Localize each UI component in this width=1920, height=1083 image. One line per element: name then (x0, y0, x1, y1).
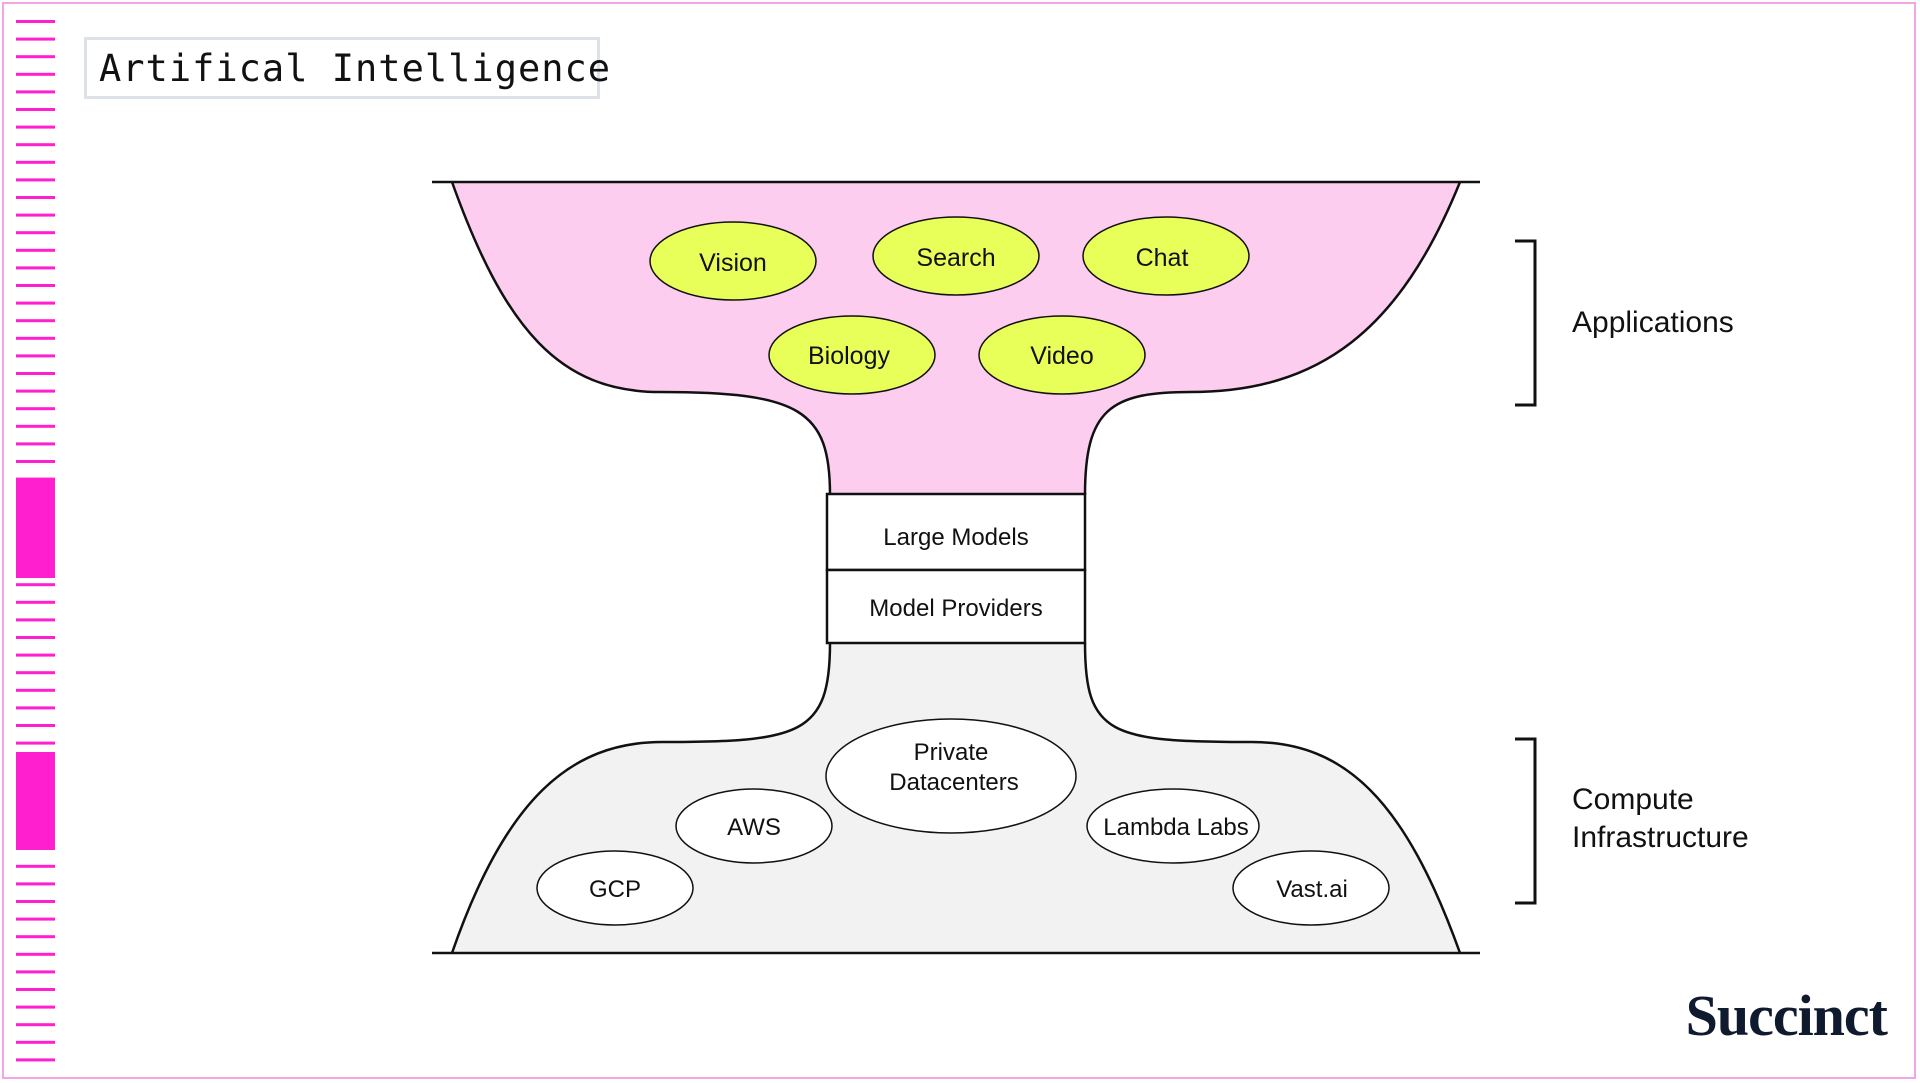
ruler-tick (16, 231, 55, 235)
ruler-tick (16, 724, 55, 727)
compute-bracket (1515, 737, 1537, 905)
ruler-tick (16, 1040, 55, 1044)
ruler-tick (16, 125, 55, 129)
model-providers-box (825, 568, 1087, 645)
compute-label-line2: Infrastructure (1572, 821, 1749, 854)
app-label-search: Search (916, 244, 995, 272)
compute-label-lambda-labs: Lambda Labs (1103, 814, 1248, 841)
compute-label-gcp: GCP (589, 876, 641, 903)
ruler-tick (16, 1023, 55, 1027)
model-providers-label: Model Providers (869, 595, 1042, 622)
ruler-tick (16, 284, 55, 287)
ruler-tick (16, 248, 55, 252)
ruler-tick (16, 600, 55, 604)
ruler-tick (16, 988, 55, 991)
app-label-vision: Vision (699, 249, 767, 277)
app-bubble-video: Video (978, 315, 1146, 395)
ruler-tick (16, 741, 55, 745)
compute-label-line1: Compute (1572, 783, 1694, 816)
ruler-tick (16, 301, 55, 305)
compute-label-aws: AWS (727, 814, 781, 841)
compute-bubble-vast-ai: Vast.ai (1232, 850, 1390, 926)
applications-label: Applications (1572, 306, 1734, 339)
ruler-tick (16, 618, 55, 622)
compute-label-private: Private (914, 739, 989, 766)
app-bubble-chat: Chat (1082, 216, 1250, 296)
ruler-tick (16, 266, 55, 270)
ruler-tick (16, 160, 55, 164)
ruler-tick (16, 477, 55, 481)
ruler-tick (16, 407, 55, 411)
ruler-tick (16, 653, 55, 657)
app-bubble-vision: Vision (649, 221, 817, 301)
app-bubble-biology: Biology (768, 315, 936, 395)
page-title: Artifical Intelligence (99, 46, 612, 90)
ruler-tick (16, 108, 55, 111)
title-box: Artifical Intelligence (84, 37, 610, 99)
large-models-box (825, 492, 1087, 572)
ruler-tick (16, 20, 55, 23)
ruler-tick (16, 882, 55, 886)
ruler-tick (16, 460, 55, 463)
ruler-tick (16, 583, 55, 587)
ruler-tick (16, 72, 55, 76)
applications-bracket (1515, 239, 1537, 407)
ruler-tick (16, 952, 55, 956)
compute-left-edge (450, 642, 832, 954)
ruler-tick (16, 213, 55, 217)
compute-label-vast-ai: Vast.ai (1276, 876, 1348, 903)
ruler-tick (16, 706, 55, 710)
ruler-tick (16, 336, 55, 340)
compute-label-datacenters: Datacenters (889, 769, 1018, 796)
ruler-tick (16, 900, 55, 903)
ruler-tick (16, 917, 55, 921)
applications-left-edge (450, 181, 832, 496)
ruler-tick (16, 424, 55, 428)
side-ruler (16, 20, 55, 1062)
compute-bubble-aws: AWS (675, 788, 833, 864)
ruler-tick (16, 636, 55, 639)
ruler-tick (16, 319, 55, 323)
compute-bubble-private-datacenters: Private Datacenters (825, 718, 1077, 834)
compute-bubble-lambda-labs: Lambda Labs (1086, 788, 1260, 864)
ruler-tick (16, 970, 55, 974)
ruler-tick (16, 688, 55, 692)
ruler-tick (16, 442, 55, 446)
app-bubble-search: Search (872, 216, 1040, 296)
ruler-tick (16, 389, 55, 393)
ruler-tick (16, 354, 55, 358)
ruler-block (16, 478, 55, 578)
ruler-tick (16, 372, 55, 375)
ruler-tick (16, 37, 55, 41)
app-label-biology: Biology (808, 342, 890, 370)
ruler-tick (16, 1005, 55, 1009)
ruler-tick (16, 55, 55, 59)
app-label-video: Video (1030, 342, 1094, 370)
succinct-logo: Succinct (1685, 983, 1888, 1048)
ruler-tick (16, 196, 55, 199)
app-label-chat: Chat (1136, 244, 1189, 272)
ruler-tick (16, 1058, 55, 1062)
ruler-block (16, 752, 55, 850)
compute-right-edge (1083, 642, 1462, 954)
ruler-tick (16, 671, 55, 675)
ruler-tick (16, 90, 55, 94)
ruler-tick (16, 935, 55, 939)
ruler-tick (16, 143, 55, 147)
ruler-tick (16, 178, 55, 182)
ruler-tick (16, 864, 55, 868)
compute-bubble-gcp: GCP (536, 850, 694, 926)
large-models-label: Large Models (883, 524, 1028, 551)
applications-right-edge (1083, 181, 1462, 496)
